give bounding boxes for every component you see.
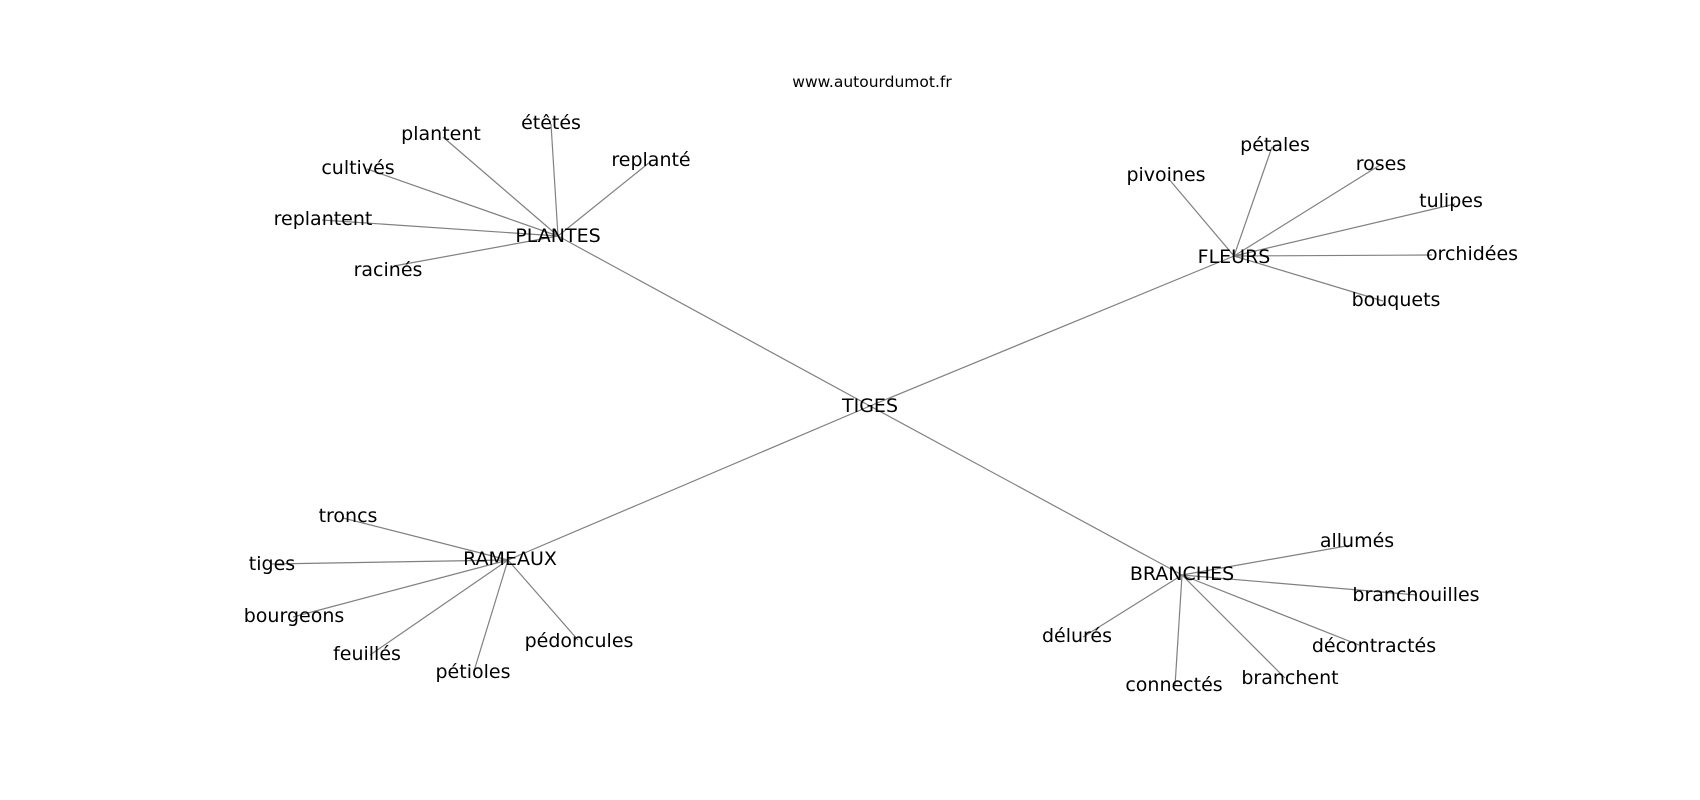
edge-plantes-leaf (557, 161, 651, 237)
edge-plantes-leaf (550, 123, 559, 237)
leaf-word-fleurs: orchidées (1426, 243, 1518, 265)
leaf-word-fleurs: tulipes (1419, 190, 1483, 212)
leaf-word-fleurs: pétales (1240, 134, 1310, 156)
edge-center-rameaux (507, 405, 871, 561)
edge-fleurs-leaf (1233, 146, 1273, 257)
leaf-word-rameaux: troncs (319, 505, 378, 527)
leaf-word-plantes: replantent (274, 208, 373, 230)
edge-rameaux-leaf (507, 559, 579, 641)
graph-edges (270, 123, 1456, 687)
leaf-word-rameaux: tiges (249, 553, 295, 575)
center-node-label: TIGES (841, 395, 898, 417)
leaf-word-plantes: étêtés (521, 112, 581, 134)
edge-plantes-leaf (442, 136, 559, 237)
hub-node-plantes: PLANTES (515, 225, 600, 247)
hub-node-rameaux: RAMEAUX (463, 548, 557, 570)
leaf-word-branches: branchent (1241, 667, 1338, 689)
hub-node-fleurs: FLEURS (1198, 246, 1271, 268)
edge-branches-leaf (1181, 544, 1353, 576)
edge-center-plantes (557, 235, 871, 407)
source-url: www.autourdumot.fr (792, 73, 952, 91)
hub-node-branches: BRANCHES (1130, 563, 1234, 585)
leaf-word-rameaux: feuillés (333, 643, 401, 665)
leaf-word-branches: décontractés (1312, 635, 1436, 657)
edge-plantes-leaf (366, 168, 559, 237)
edge-fleurs-leaf (1233, 164, 1381, 257)
leaf-word-fleurs: pivoines (1126, 164, 1205, 186)
edge-branches-leaf (1181, 574, 1360, 646)
leaf-word-fleurs: bouquets (1352, 289, 1441, 311)
edge-branches-leaf (1181, 574, 1286, 679)
edge-branches-leaf (1181, 574, 1418, 596)
leaf-word-plantes: cultivés (321, 157, 394, 179)
edge-fleurs-leaf (1167, 177, 1235, 257)
leaf-word-branches: délurés (1042, 625, 1112, 647)
edge-center-branches (869, 405, 1183, 576)
edge-fleurs-leaf (1233, 255, 1384, 302)
edge-rameaux-leaf (270, 559, 509, 565)
edge-plantes-leaf (321, 219, 559, 237)
edge-center-fleurs (869, 255, 1235, 407)
edge-branches-leaf (1082, 574, 1183, 638)
leaf-word-plantes: replanté (611, 149, 690, 171)
leaf-word-branches: branchouilles (1352, 584, 1479, 606)
leaf-word-rameaux: pétioles (436, 661, 511, 683)
edge-rameaux-leaf (292, 559, 509, 618)
leaf-word-rameaux: pédoncules (525, 630, 634, 652)
leaf-word-plantes: plantent (401, 123, 481, 145)
leaf-word-branches: allumés (1320, 530, 1394, 552)
graph-labels: www.autourdumot.fr TIGES PLANTES étêtés pl… (244, 73, 1518, 696)
edge-fleurs-leaf (1233, 254, 1433, 257)
leaf-word-fleurs: roses (1356, 153, 1407, 175)
leaf-word-plantes: racinés (354, 259, 423, 281)
leaf-word-rameaux: bourgeons (244, 605, 345, 627)
edge-plantes-leaf (393, 235, 559, 267)
edge-rameaux-leaf (473, 559, 509, 672)
edge-fleurs-leaf (1233, 203, 1456, 257)
edge-branches-leaf (1174, 574, 1183, 687)
edge-rameaux-leaf (369, 559, 509, 656)
edge-rameaux-leaf (342, 517, 509, 561)
leaf-word-branches: connectés (1125, 674, 1222, 696)
